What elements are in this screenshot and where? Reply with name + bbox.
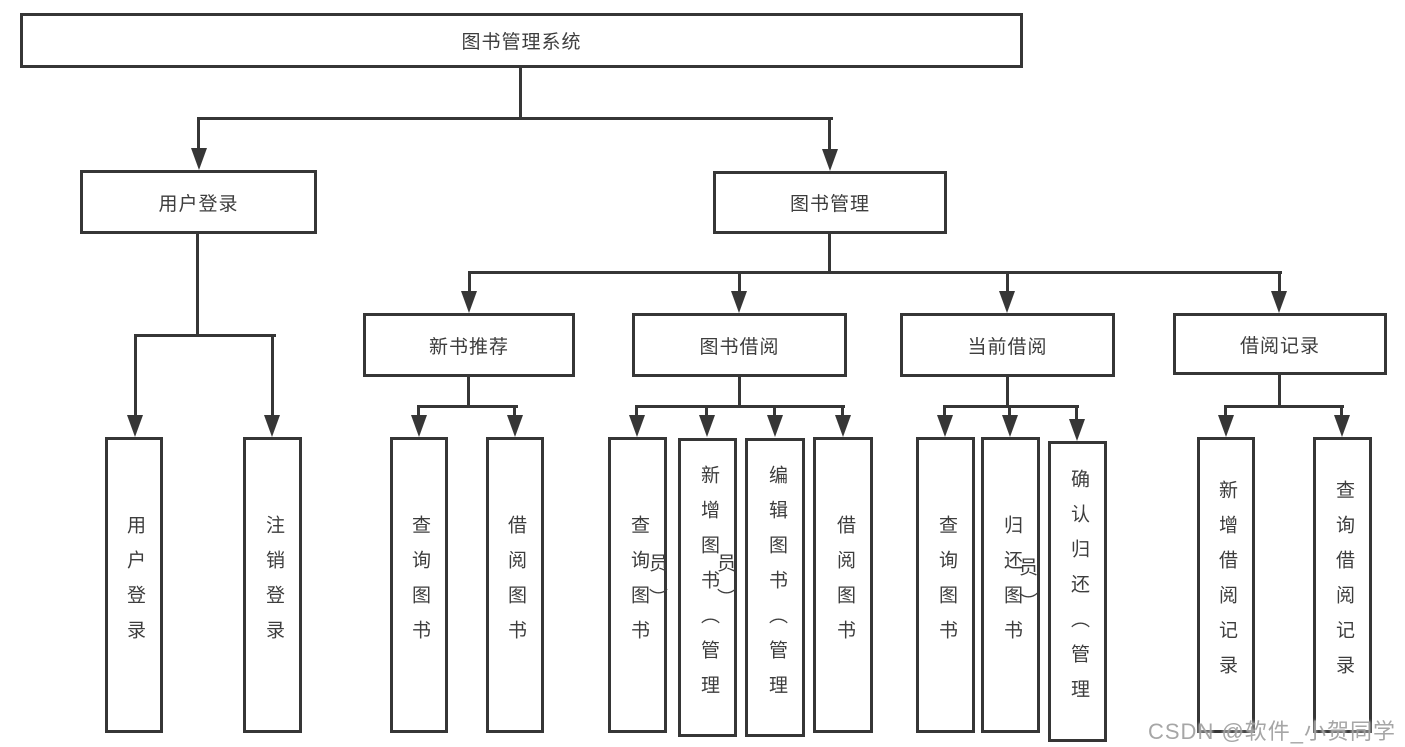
node-edit-book-admin: 编辑图书（管理员） xyxy=(714,438,805,737)
arrow-down-icon xyxy=(629,415,645,437)
node-label: 编辑图书（管理员） xyxy=(714,465,787,710)
node-add-borrow-record: 新增借阅记录 xyxy=(1197,437,1255,733)
connector-drop xyxy=(705,405,708,419)
node-label: 当前借阅 xyxy=(967,336,1048,358)
connector-rail xyxy=(635,405,845,408)
connector-rail xyxy=(943,405,1079,408)
node-label: 借阅记录 xyxy=(1239,335,1320,357)
connector-rail xyxy=(418,405,518,408)
node-label: 借阅图书 xyxy=(834,515,855,655)
connector-root-stem xyxy=(519,66,522,120)
node-library-system: 图书管理系统 xyxy=(20,13,1023,68)
node-return-books: 归还图书 xyxy=(981,437,1040,733)
connector-stem xyxy=(1278,373,1281,408)
node-label: 图书管理系统 xyxy=(461,32,582,53)
node-label: 图书借阅 xyxy=(699,336,780,358)
connector-user-login-drop xyxy=(197,117,200,151)
arrow-down-icon xyxy=(835,415,851,437)
node-label: 确认归还（管理员） xyxy=(1016,469,1089,714)
node-label: 查询图书 xyxy=(936,515,957,655)
node-query-books-recommend: 查询图书 xyxy=(390,437,448,733)
connector-drop xyxy=(1224,405,1227,419)
watermark: CSDN @软件_小贺同学 xyxy=(1148,719,1397,744)
arrow-down-icon xyxy=(1271,291,1287,313)
connector-drop xyxy=(635,405,638,419)
node-book-management: 图书管理 xyxy=(713,171,947,234)
node-user-login-leaf: 用户登录 xyxy=(105,437,163,733)
connector-drop xyxy=(417,405,420,419)
connector-drop xyxy=(1278,271,1281,293)
arrow-down-icon xyxy=(1334,415,1350,437)
node-confirm-return-admin: 确认归还（管理员） xyxy=(1016,441,1107,742)
arrow-down-icon xyxy=(699,415,715,437)
node-label: 查询图书 xyxy=(409,515,430,655)
connector-drop xyxy=(271,334,274,417)
connector-user-login-stem xyxy=(196,232,199,337)
connector-drop xyxy=(468,271,471,293)
arrow-down-icon xyxy=(1069,419,1085,441)
arrow-down-icon xyxy=(191,148,207,170)
connector-drop xyxy=(134,334,137,417)
arrow-down-icon xyxy=(999,291,1015,313)
arrow-down-icon xyxy=(822,149,838,171)
node-label: 查询图书 xyxy=(628,515,649,655)
connector-drop xyxy=(1075,405,1078,423)
arrow-down-icon xyxy=(411,415,427,437)
connector-stem xyxy=(738,375,741,408)
node-borrowing-records: 借阅记录 xyxy=(1173,313,1387,375)
connector-drop xyxy=(773,405,776,419)
connector-rail xyxy=(1224,405,1344,408)
connector-stem xyxy=(1006,375,1009,408)
node-label: 用户登录 xyxy=(124,515,145,655)
connector-level3-rail xyxy=(468,271,1282,274)
node-user-login: 用户登录 xyxy=(80,170,317,234)
node-current-borrowing: 当前借阅 xyxy=(900,313,1115,377)
node-query-books-current: 查询图书 xyxy=(916,437,975,733)
node-new-book-recommend: 新书推荐 xyxy=(363,313,575,377)
connector-book-mgmt-drop xyxy=(828,117,831,151)
arrow-down-icon xyxy=(1218,415,1234,437)
node-borrow-books-borrowing: 借阅图书 xyxy=(813,437,873,733)
node-label: 归还图书 xyxy=(1001,515,1022,655)
node-label: 新书推荐 xyxy=(428,336,509,358)
arrow-down-icon xyxy=(264,415,280,437)
node-label: 新增图书（管理员） xyxy=(646,465,719,710)
node-add-book-admin: 新增图书（管理员） xyxy=(646,438,737,737)
arrow-down-icon xyxy=(127,415,143,437)
connector-drop xyxy=(943,405,946,419)
node-label: 查询借阅记录 xyxy=(1333,480,1354,690)
connector-drop xyxy=(1008,405,1011,419)
connector-book-mgmt-stem xyxy=(828,232,831,274)
node-logout-leaf: 注销登录 xyxy=(243,437,302,733)
node-query-books-borrowing: 查询图书 xyxy=(608,437,667,733)
arrow-down-icon xyxy=(461,291,477,313)
connector-drop xyxy=(1006,271,1009,293)
node-label: 新增借阅记录 xyxy=(1216,480,1237,690)
arrow-down-icon xyxy=(731,291,747,313)
arrow-down-icon xyxy=(507,415,523,437)
connector-drop xyxy=(513,405,516,419)
arrow-down-icon xyxy=(937,415,953,437)
connector-drop xyxy=(1340,405,1343,419)
connector-drop xyxy=(738,271,741,293)
node-label: 注销登录 xyxy=(263,515,284,655)
node-label: 借阅图书 xyxy=(505,515,526,655)
arrow-down-icon xyxy=(767,415,783,437)
connector-stem xyxy=(467,375,470,408)
node-book-borrowing: 图书借阅 xyxy=(632,313,847,377)
node-query-borrow-record: 查询借阅记录 xyxy=(1313,437,1372,733)
connector-level2-rail xyxy=(197,117,833,120)
connector-user-login-rail xyxy=(134,334,276,337)
node-label: 用户登录 xyxy=(158,193,239,215)
connector-drop xyxy=(841,405,844,419)
arrow-down-icon xyxy=(1002,415,1018,437)
node-label: 图书管理 xyxy=(789,194,870,215)
node-borrow-books-recommend: 借阅图书 xyxy=(486,437,544,733)
